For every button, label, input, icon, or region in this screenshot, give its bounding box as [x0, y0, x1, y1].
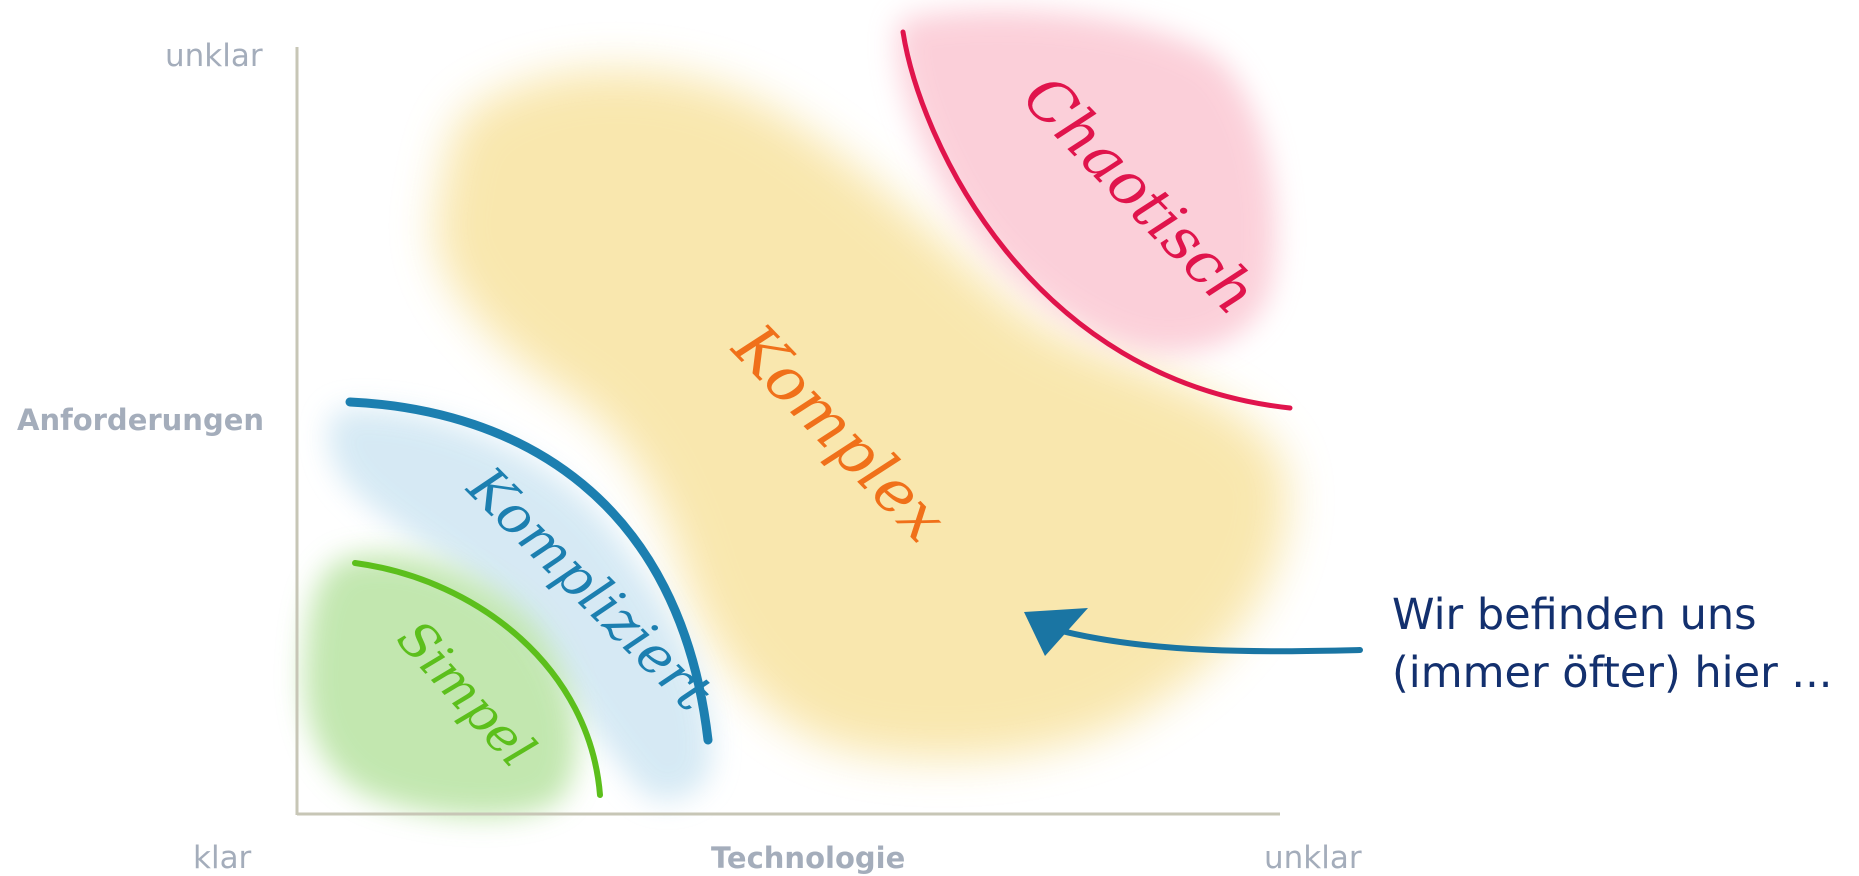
complicated-boundary-curve — [345, 397, 713, 745]
x-axis-right-label: unklar — [1264, 840, 1362, 876]
callout-arrow-head-icon — [1024, 608, 1088, 656]
simple-zone-blob — [304, 553, 577, 817]
x-axis-left-label: klar — [193, 840, 252, 876]
chaotic-zone-blob — [897, 10, 1276, 353]
chaotic-boundary-curve — [900, 29, 1293, 411]
y-axis-top-label: unklar — [165, 38, 263, 74]
callout-text: Wir befinden uns (immer öfter) hier ... — [1392, 586, 1832, 702]
callout-line-2: (immer öfter) hier ... — [1392, 648, 1833, 698]
y-axis-title: Anforderungen — [17, 403, 265, 437]
complicated-zone-blob — [328, 408, 712, 801]
x-axis-title: Technologie — [711, 841, 906, 875]
complex-zone-blob — [435, 69, 1288, 760]
callout-line-1: Wir befinden uns — [1392, 590, 1757, 640]
callout-arrow-line — [1047, 625, 1363, 655]
simple-boundary-curve — [352, 560, 603, 798]
